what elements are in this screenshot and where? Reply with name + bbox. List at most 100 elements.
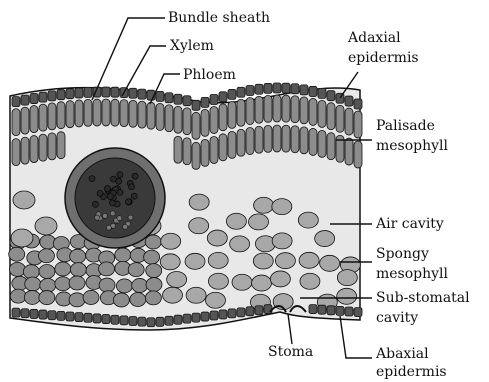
palisade-cell xyxy=(237,129,245,156)
label-abaxial-1: Abaxial xyxy=(375,346,429,362)
epidermis-cell xyxy=(174,315,182,324)
palisade-cell xyxy=(156,103,164,130)
label-abaxial-2: epidermis xyxy=(376,364,447,380)
epidermis-cell xyxy=(255,306,263,315)
epidermis-cell xyxy=(129,317,137,326)
ground-cell xyxy=(146,278,162,292)
epidermis-cell xyxy=(345,96,353,106)
label-spongy-1: Spongy xyxy=(376,246,429,262)
ground-cell xyxy=(113,293,129,307)
epidermis-cell xyxy=(354,99,362,109)
palisade-cell xyxy=(219,134,227,161)
vascular-bundle xyxy=(65,148,165,248)
palisade-cell xyxy=(354,111,362,138)
spongy-cell xyxy=(160,254,180,270)
xylem-cell xyxy=(117,189,123,195)
ground-cell xyxy=(144,250,160,264)
palisade-cell xyxy=(48,103,56,130)
epidermis-cell xyxy=(219,310,227,319)
palisade-cell xyxy=(183,138,191,165)
palisade-cell xyxy=(273,95,281,122)
epidermis-cell xyxy=(183,314,191,323)
ground-cell xyxy=(10,289,26,303)
epidermis-cell xyxy=(57,311,65,320)
epidermis-cell xyxy=(291,84,299,94)
epidermis-cell xyxy=(264,83,272,93)
label-air-cavity: Air cavity xyxy=(375,216,444,232)
palisade-cell xyxy=(57,132,65,159)
epidermis-cell xyxy=(327,91,335,101)
epidermis-cell xyxy=(30,309,38,318)
leaf-tissue xyxy=(9,83,362,330)
phloem-cell xyxy=(128,215,133,220)
ground-cell xyxy=(9,247,25,261)
label-spongy-2: mesophyll xyxy=(376,266,449,282)
palisade-cell xyxy=(30,136,38,163)
xylem-cell xyxy=(107,194,113,200)
spongy-cell xyxy=(272,199,292,215)
spongy-cell xyxy=(272,233,292,249)
epidermis-cell xyxy=(336,306,344,315)
ground-cell xyxy=(145,291,161,305)
spongy-cell xyxy=(13,191,35,209)
epidermis-cell xyxy=(219,92,227,102)
epidermis-cell xyxy=(102,87,110,97)
palisade-cell xyxy=(354,141,362,168)
ground-cell xyxy=(39,265,55,279)
epidermis-cell xyxy=(201,312,209,321)
epidermis-cell xyxy=(183,96,191,106)
epidermis-cell xyxy=(84,313,92,322)
epidermis-cell xyxy=(75,313,83,322)
spongy-cell xyxy=(337,270,357,286)
epidermis-cell xyxy=(156,91,164,101)
phloem-cell xyxy=(123,224,128,229)
epidermis-cell xyxy=(39,92,47,102)
epidermis-cell xyxy=(273,83,281,93)
epidermis-cell xyxy=(282,83,290,93)
epidermis-cell xyxy=(12,308,20,317)
label-stoma: Stoma xyxy=(268,344,313,360)
spongy-cell xyxy=(254,197,274,213)
palisade-cell xyxy=(30,106,38,133)
ground-cell xyxy=(69,293,85,307)
epidermis-cell xyxy=(12,97,20,107)
palisade-cell xyxy=(111,99,119,126)
spongy-cell xyxy=(186,287,206,303)
palisade-cell xyxy=(165,105,173,132)
epidermis-cell xyxy=(228,309,236,318)
ground-cell xyxy=(132,278,148,292)
palisade-cell xyxy=(264,95,272,122)
palisade-cell xyxy=(75,100,83,127)
palisade-cell xyxy=(345,138,353,165)
spongy-cell xyxy=(11,229,33,247)
epidermis-cell xyxy=(192,100,200,110)
palisade-cell xyxy=(345,108,353,135)
epidermis-cell xyxy=(300,85,308,95)
palisade-cell xyxy=(255,126,263,153)
ground-cell xyxy=(9,262,25,276)
epidermis-cell xyxy=(138,89,146,99)
palisade-cell xyxy=(174,106,182,133)
spongy-cell xyxy=(208,252,228,268)
ground-cell xyxy=(128,263,144,277)
leader-xylem xyxy=(122,46,166,96)
spongy-cell xyxy=(226,213,246,229)
epidermis-cell xyxy=(30,94,38,104)
leader-abaxial xyxy=(340,316,372,358)
palisade-cell xyxy=(210,106,218,133)
spongy-cell xyxy=(252,275,272,291)
xylem-cell xyxy=(117,172,123,178)
epidermis-cell xyxy=(21,95,29,105)
palisade-cell xyxy=(246,128,254,155)
palisade-cell xyxy=(21,107,29,134)
epidermis-cell xyxy=(318,305,326,314)
xylem-cell xyxy=(104,186,110,192)
ground-cell xyxy=(70,249,86,263)
spongy-cell xyxy=(161,233,181,249)
palisade-cell xyxy=(84,99,92,126)
spongy-cell xyxy=(253,253,273,269)
palisade-cell xyxy=(12,109,20,136)
label-palisade-2: mesophyll xyxy=(376,138,449,154)
xylem-cell xyxy=(92,201,98,207)
ground-cell xyxy=(39,291,55,305)
